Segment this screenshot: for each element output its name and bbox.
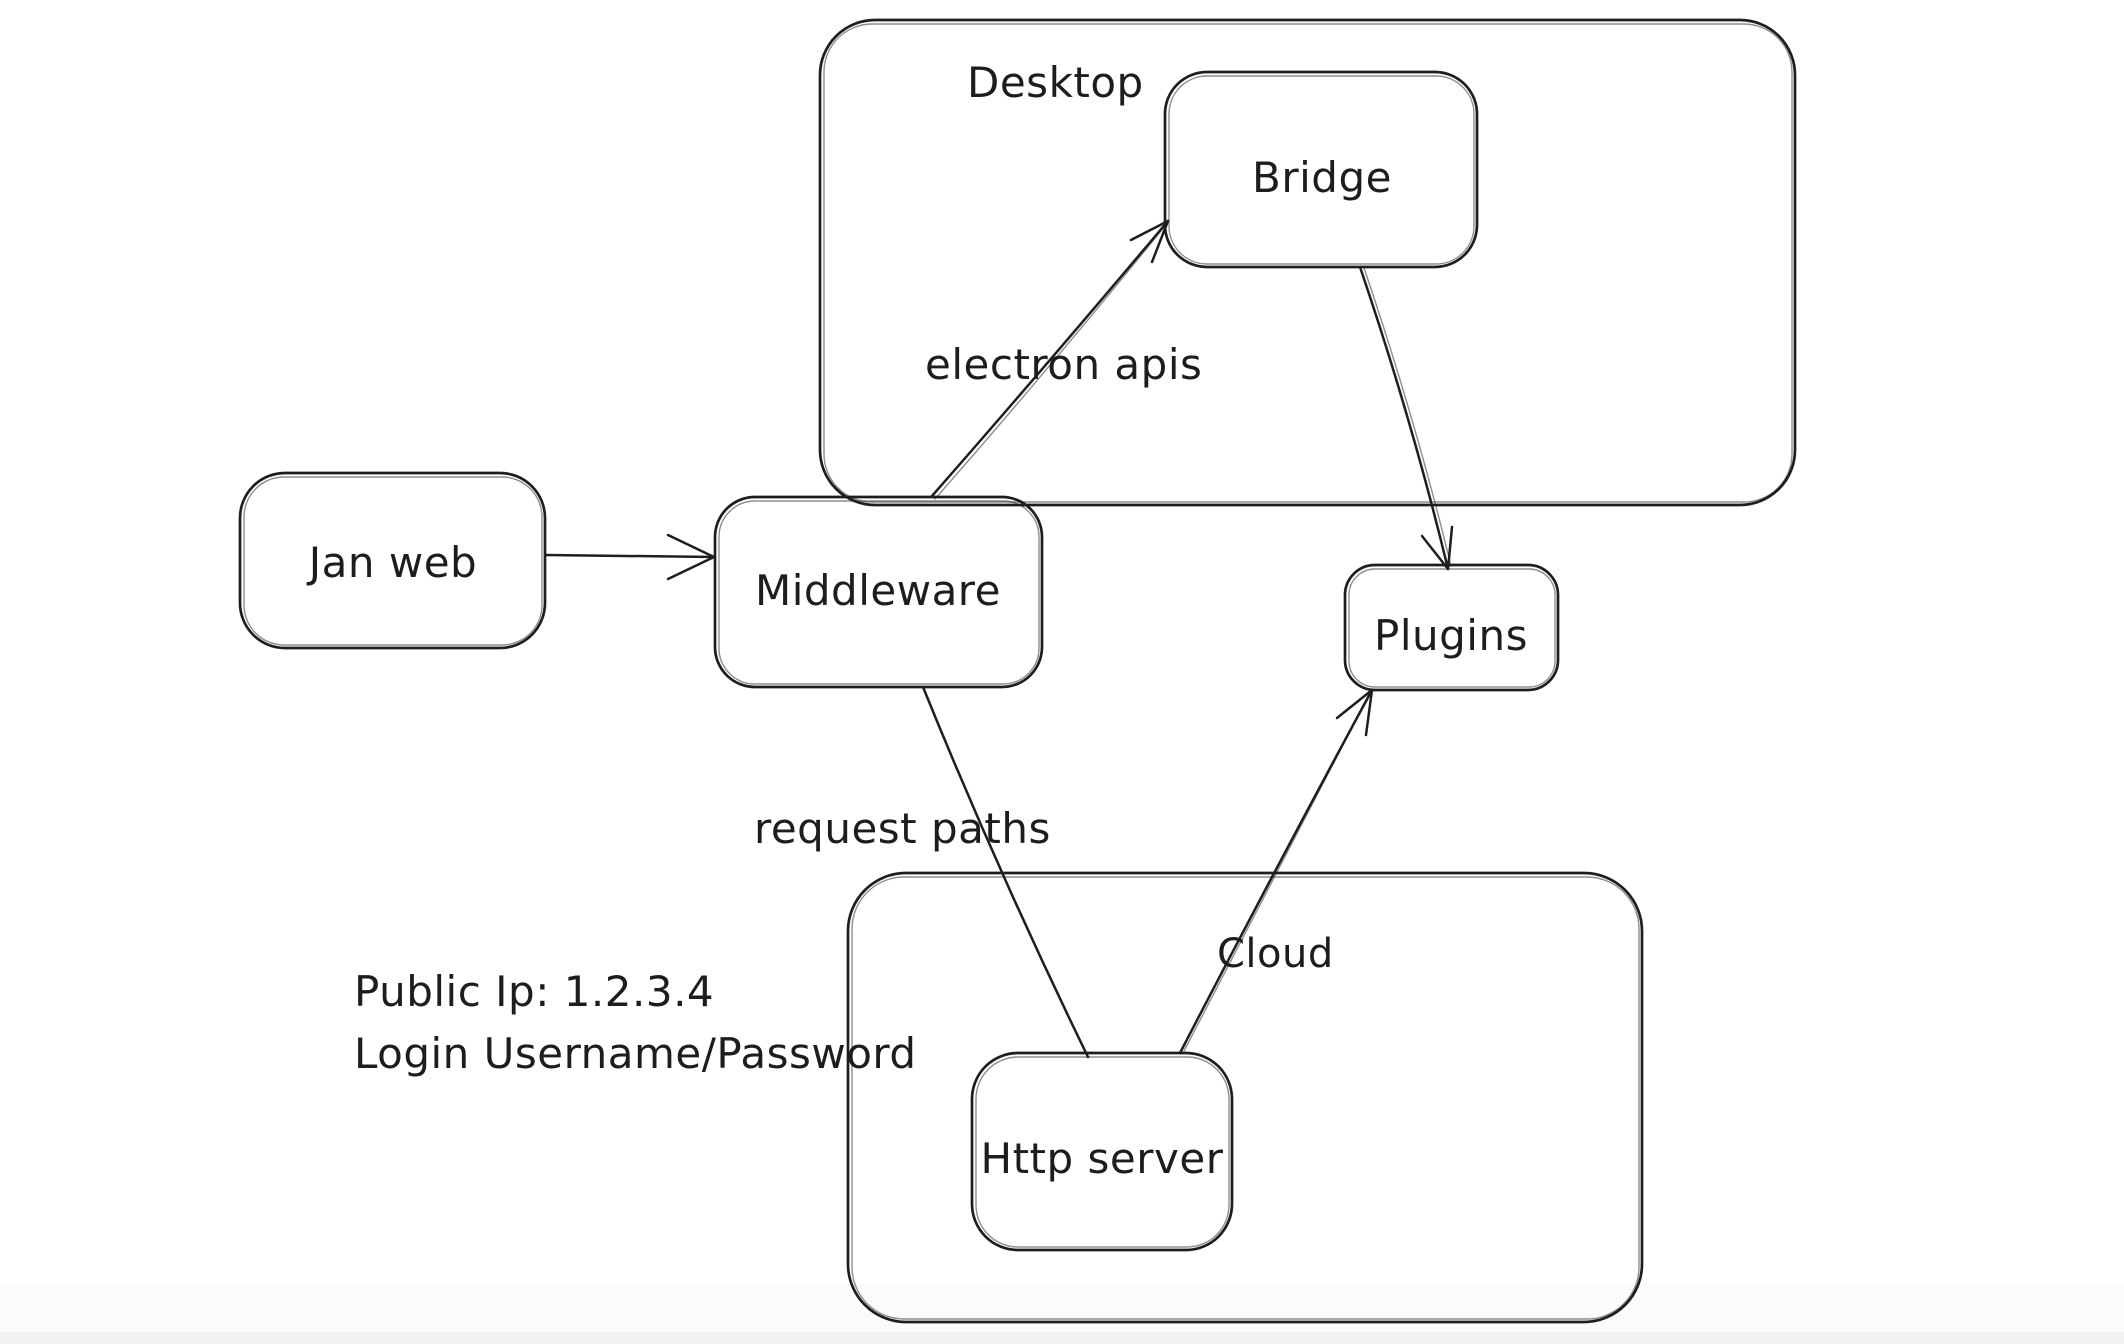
edge-janweb-middleware-line — [544, 553, 716, 559]
edge-bridge-plugins-arrowhead-icon — [1420, 525, 1454, 571]
node-bridge-outline — [1163, 70, 1479, 269]
cloud-container-sketch-stroke — [851, 876, 1640, 1320]
annotation-login[interactable]: Login Username/Password — [354, 1029, 917, 1078]
edge-label-request-paths[interactable]: request paths — [754, 804, 1051, 853]
node-jan-web-outline — [238, 471, 547, 650]
edge-bridge-plugins[interactable] — [1358, 265, 1454, 571]
node-middleware-sketch-stroke — [718, 500, 1040, 685]
desktop-container[interactable]: Desktop — [818, 18, 1797, 507]
desktop-container-outline — [818, 18, 1797, 507]
cloud-container-label[interactable]: Cloud — [1217, 931, 1334, 977]
canvas-bottom-edge — [0, 1332, 2124, 1344]
edge-httpserver-plugins-sketch-stroke — [1183, 694, 1370, 1052]
node-bridge[interactable]: Bridge — [1163, 70, 1479, 269]
edge-bridge-plugins-line — [1358, 265, 1450, 571]
node-plugins-sketch-stroke — [1348, 568, 1556, 688]
node-http-server-label[interactable]: Http server — [981, 1134, 1224, 1183]
node-http-server-outline — [970, 1051, 1234, 1252]
edge-label-electron-apis[interactable]: electron apis — [925, 340, 1202, 389]
edge-janweb-middleware-arrowhead-icon — [666, 533, 716, 581]
node-middleware-outline — [713, 495, 1044, 689]
edge-middleware-bridge-sketch-stroke — [934, 225, 1166, 500]
node-http-server[interactable]: Http server — [970, 1051, 1234, 1252]
node-jan-web-label[interactable]: Jan web — [306, 538, 477, 587]
desktop-container-label[interactable]: Desktop — [967, 58, 1144, 107]
edge-middleware-httpserver[interactable] — [921, 685, 1090, 1059]
cloud-container-outline — [846, 871, 1644, 1324]
node-http-server-sketch-stroke — [975, 1056, 1230, 1248]
desktop-container-sketch-stroke — [823, 23, 1793, 503]
canvas-bottom-fade — [0, 1284, 2124, 1344]
annotation-public-ip[interactable]: Public Ip: 1.2.3.4 — [354, 967, 714, 1016]
node-middleware-label[interactable]: Middleware — [755, 566, 1001, 615]
node-bridge-label[interactable]: Bridge — [1252, 153, 1392, 202]
node-plugins-outline — [1343, 563, 1560, 692]
edge-httpserver-plugins[interactable] — [1178, 688, 1374, 1055]
edge-bridge-plugins-sketch-stroke — [1363, 267, 1452, 567]
node-jan-web[interactable]: Jan web — [238, 471, 547, 650]
edge-middleware-bridge[interactable] — [930, 219, 1170, 500]
edge-janweb-middleware[interactable] — [544, 533, 716, 581]
node-middleware[interactable]: Middleware — [713, 495, 1044, 689]
node-plugins-label[interactable]: Plugins — [1374, 611, 1528, 660]
node-plugins[interactable]: Plugins — [1343, 563, 1560, 692]
node-bridge-sketch-stroke — [1168, 75, 1475, 265]
edge-middleware-httpserver-line — [921, 685, 1090, 1059]
node-jan-web-sketch-stroke — [243, 476, 543, 646]
edge-httpserver-plugins-arrowhead-icon — [1335, 688, 1374, 737]
edge-middleware-bridge-line — [930, 219, 1170, 498]
cloud-container[interactable] — [846, 871, 1644, 1324]
